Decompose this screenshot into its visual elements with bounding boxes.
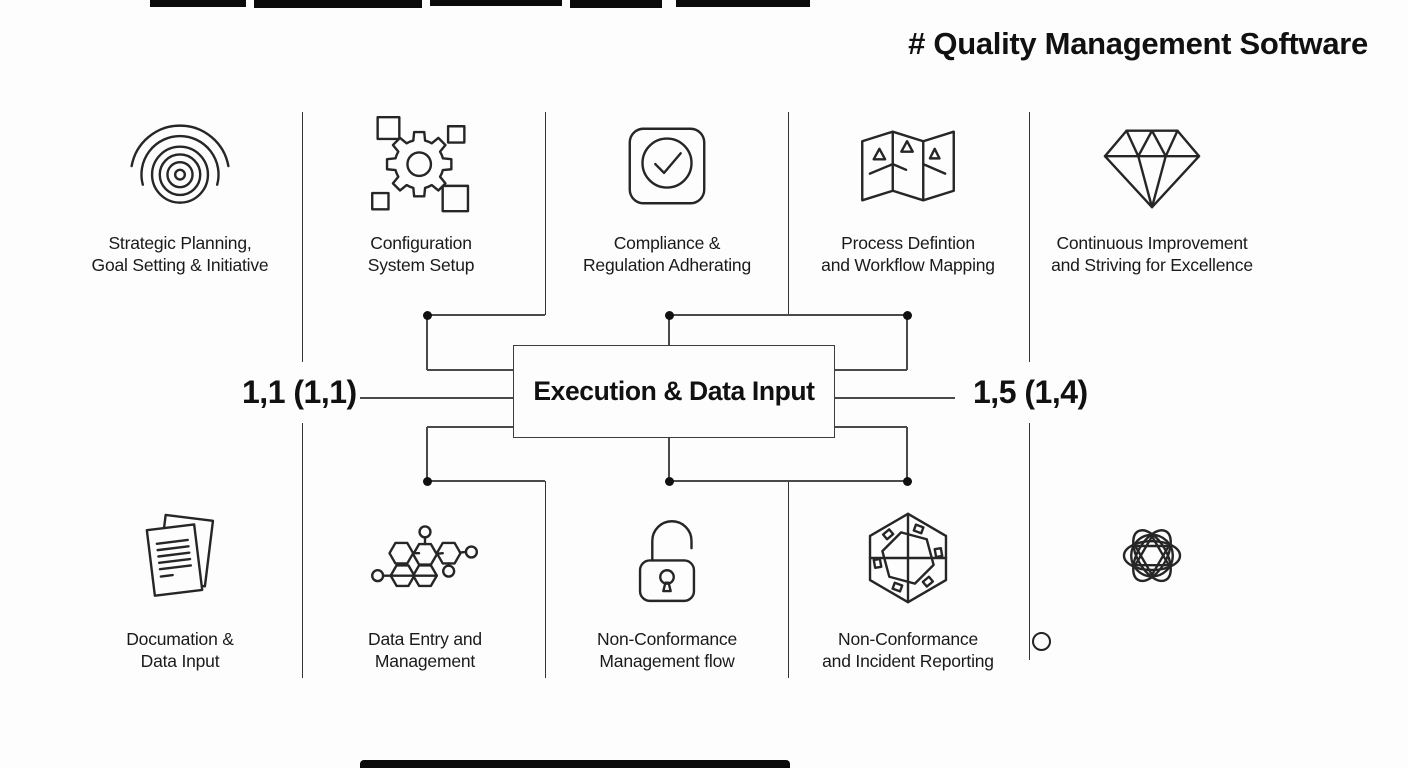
icon-wrap [60, 112, 300, 220]
cell-label: Documation & Data Input [126, 629, 234, 671]
connector-line [360, 397, 513, 399]
folded-map-icon [847, 118, 969, 214]
connector-line [906, 427, 908, 481]
connector-dot [664, 476, 674, 486]
column-divider [788, 481, 790, 678]
connector-dot [422, 476, 432, 486]
redacted-bar-top [570, 0, 662, 8]
column-divider [788, 112, 790, 315]
connector-line [668, 438, 670, 481]
connector-dot [422, 310, 432, 320]
target-rings-icon [122, 113, 238, 219]
connector-line [426, 427, 428, 481]
connector-line [668, 315, 670, 346]
cell-label: Data Entry and Management [368, 629, 482, 671]
small-circle-marker [1032, 632, 1051, 651]
icon-wrap [547, 112, 787, 220]
icon-wrap [301, 112, 541, 220]
connector-line [669, 314, 907, 316]
icon-wrap [788, 500, 1028, 616]
documents-icon [125, 503, 235, 613]
open-padlock-icon [618, 509, 716, 607]
cell-data-entry: Data Entry and Management [305, 500, 545, 672]
execution-node-label: Execution & Data Input [533, 376, 815, 406]
cell-label: Continuous Improvement and Striving for … [1051, 233, 1253, 275]
redacted-bar-top [430, 0, 562, 6]
column-divider [545, 112, 547, 315]
gear-squares-icon [365, 110, 477, 222]
icon-wrap [547, 500, 787, 616]
left-coordinate-label: 1,1 (1,1) [242, 374, 357, 410]
hexagon-incident-icon [855, 505, 961, 611]
cell-ncm-flow: Non-Conformance Management flow [547, 500, 787, 672]
connector-line [427, 480, 545, 482]
cell-label: Configuration System Setup [367, 233, 475, 275]
column-divider [545, 481, 547, 678]
connector-dot [664, 310, 674, 320]
cell-label: Non-Conformance and Incident Reporting [822, 629, 994, 671]
connector-line [835, 426, 907, 428]
icon-wrap [788, 112, 1028, 220]
scribble-network-icon [1104, 514, 1200, 602]
redacted-bar-top [150, 0, 246, 7]
column-divider [1029, 423, 1031, 660]
connector-line [835, 369, 907, 371]
cell-label: Non-Conformance Management flow [597, 629, 737, 671]
cell-configuration-setup: Configuration System Setup [301, 112, 541, 276]
cell-scribble [1032, 500, 1272, 651]
cell-process-definition: Process Defintion and Workflow Mapping [788, 112, 1028, 276]
right-coordinate-label: 1,5 (1,4) [973, 374, 1088, 410]
column-divider [1029, 112, 1031, 362]
connector-line [426, 315, 428, 370]
connector-line [427, 426, 513, 428]
redacted-bar-bottom [360, 760, 790, 768]
icon-wrap [305, 500, 545, 616]
redacted-bar-top [676, 0, 810, 7]
icon-wrap [1032, 500, 1272, 616]
connector-line [427, 369, 513, 371]
cell-label: Strategic Planning, Goal Setting & Initi… [91, 233, 269, 275]
checkmark-badge-icon [618, 117, 716, 215]
column-divider [302, 423, 304, 678]
page-title: # Quality Management Software [908, 26, 1368, 61]
column-divider [302, 112, 304, 362]
cell-documentation: Documation & Data Input [60, 500, 300, 672]
connector-line [669, 480, 907, 482]
connector-line [906, 315, 908, 370]
execution-node: Execution & Data Input [513, 345, 835, 438]
cell-strategic-planning: Strategic Planning, Goal Setting & Initi… [60, 112, 300, 276]
diamond-icon [1093, 117, 1211, 215]
icon-wrap [1032, 112, 1272, 220]
cell-label: Compliance & Regulation Adherating [582, 233, 751, 275]
cell-label: Process Defintion and Workflow Mapping [821, 233, 995, 275]
cell-incident-reporting: Non-Conformance and Incident Reporting [788, 500, 1028, 672]
cell-compliance: Compliance & Regulation Adherating [547, 112, 787, 276]
redacted-bar-top [254, 0, 422, 8]
connector-line [427, 314, 545, 316]
connector-dot [902, 476, 912, 486]
connector-dot [902, 310, 912, 320]
molecule-network-icon [354, 514, 496, 603]
cell-continuous-improvement: Continuous Improvement and Striving for … [1032, 112, 1272, 276]
icon-wrap [60, 500, 300, 616]
cell-label [1032, 632, 1272, 651]
connector-line [835, 397, 955, 399]
